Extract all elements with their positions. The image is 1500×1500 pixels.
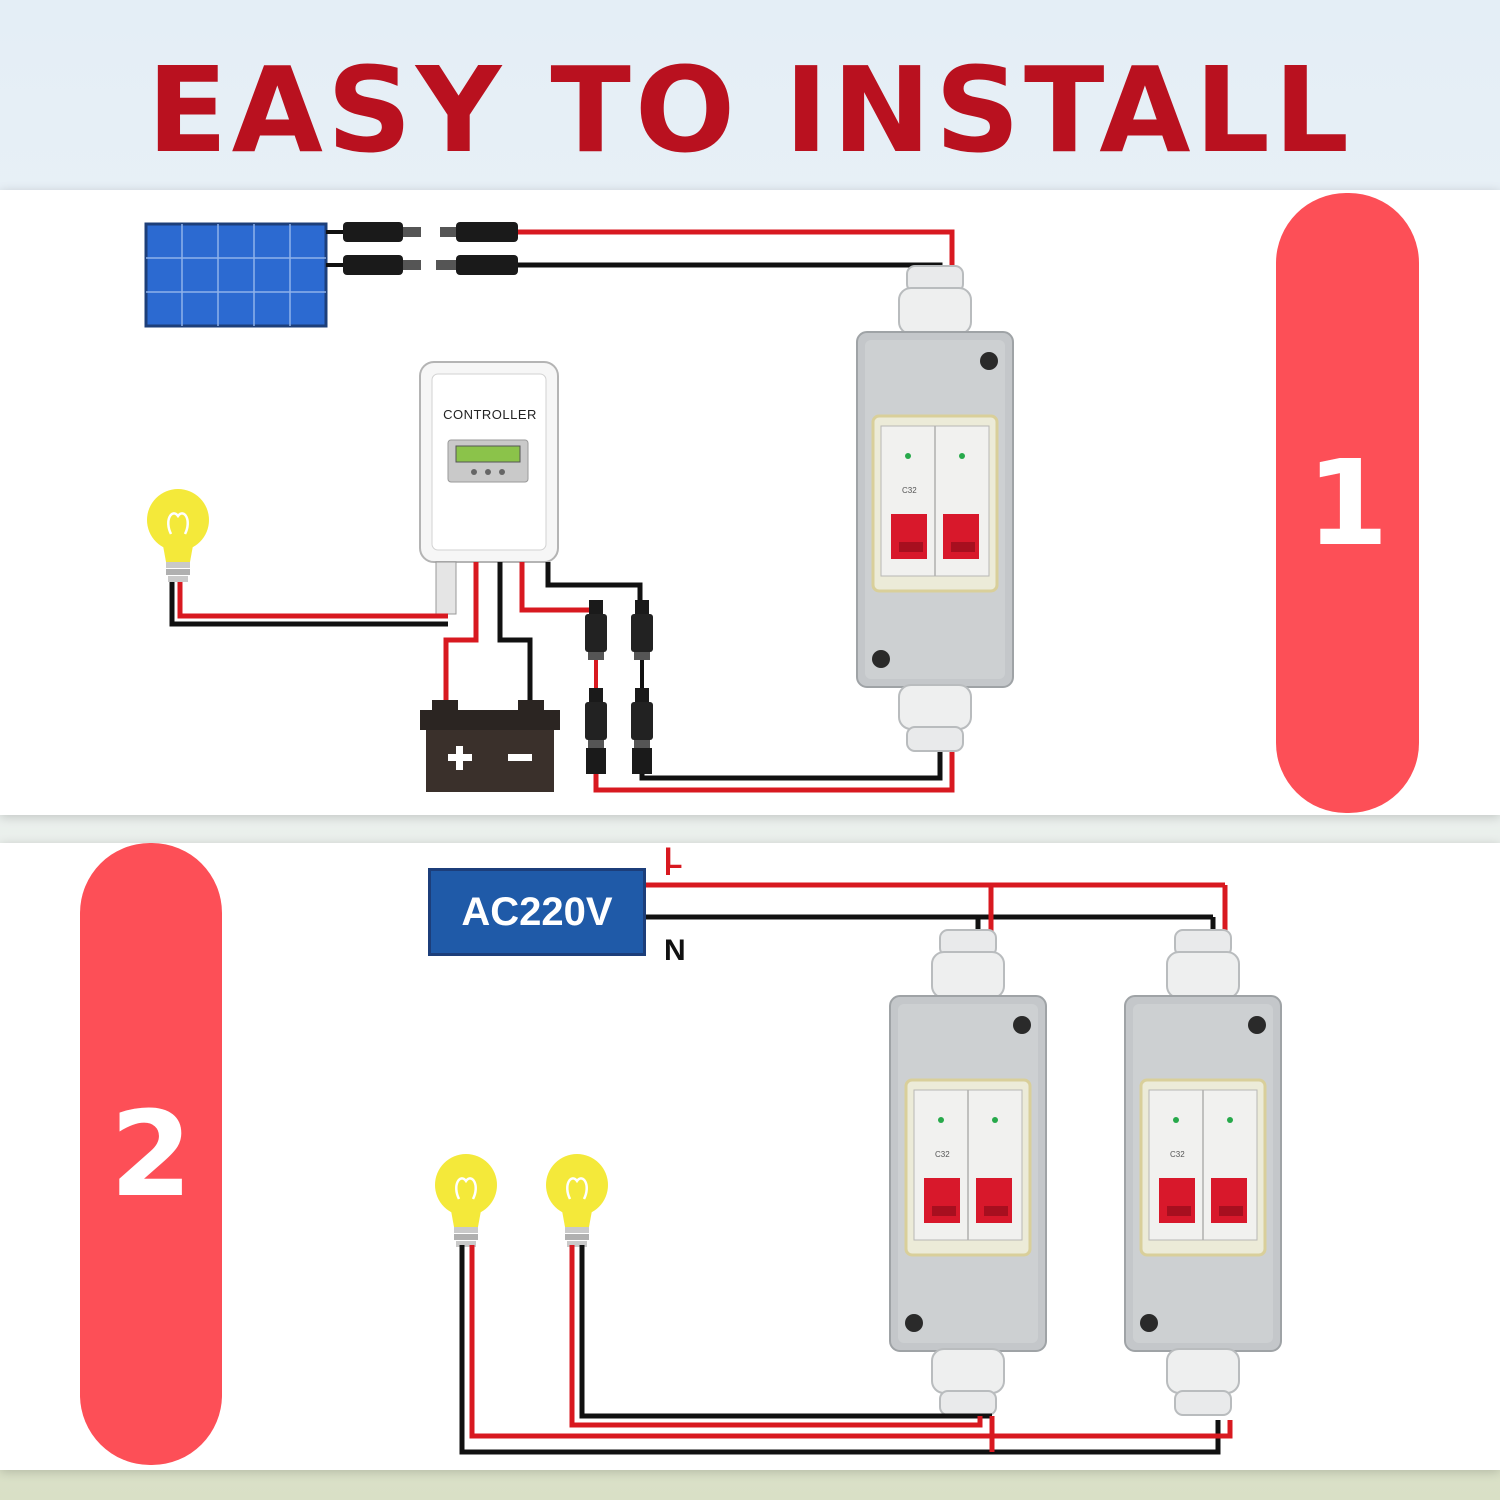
breaker-rating: C32 <box>902 486 917 495</box>
solar-panel-icon <box>144 222 328 328</box>
line-wire-label: L <box>664 842 683 875</box>
page-title: EASY TO INSTALL <box>146 41 1353 179</box>
mc4-connector-icon <box>585 600 653 774</box>
light-bulb-icon <box>433 1152 499 1249</box>
controller-label: CONTROLLER <box>443 407 537 422</box>
light-bulb-icon <box>544 1152 610 1249</box>
step-2-number: 2 <box>109 1085 193 1223</box>
dc-breaker-enclosure-icon <box>1123 928 1283 1417</box>
ac-supply-label: AC220V <box>428 868 646 956</box>
light-bulb-icon <box>145 487 211 584</box>
breaker-rating: C32 <box>935 1150 950 1159</box>
mc4-connector-icon <box>326 222 518 275</box>
step-2-badge: 2 <box>80 843 222 1465</box>
neutral-wire-label: N <box>664 934 686 967</box>
dc-breaker-enclosure-icon <box>888 928 1048 1417</box>
dc-breaker-enclosure-icon <box>855 264 1015 753</box>
step-1-number: 1 <box>1306 434 1389 572</box>
step-1-badge: 1 <box>1276 193 1419 813</box>
breaker-rating: C32 <box>1170 1150 1185 1159</box>
battery-icon <box>420 700 560 792</box>
charge-controller-icon <box>419 361 559 615</box>
